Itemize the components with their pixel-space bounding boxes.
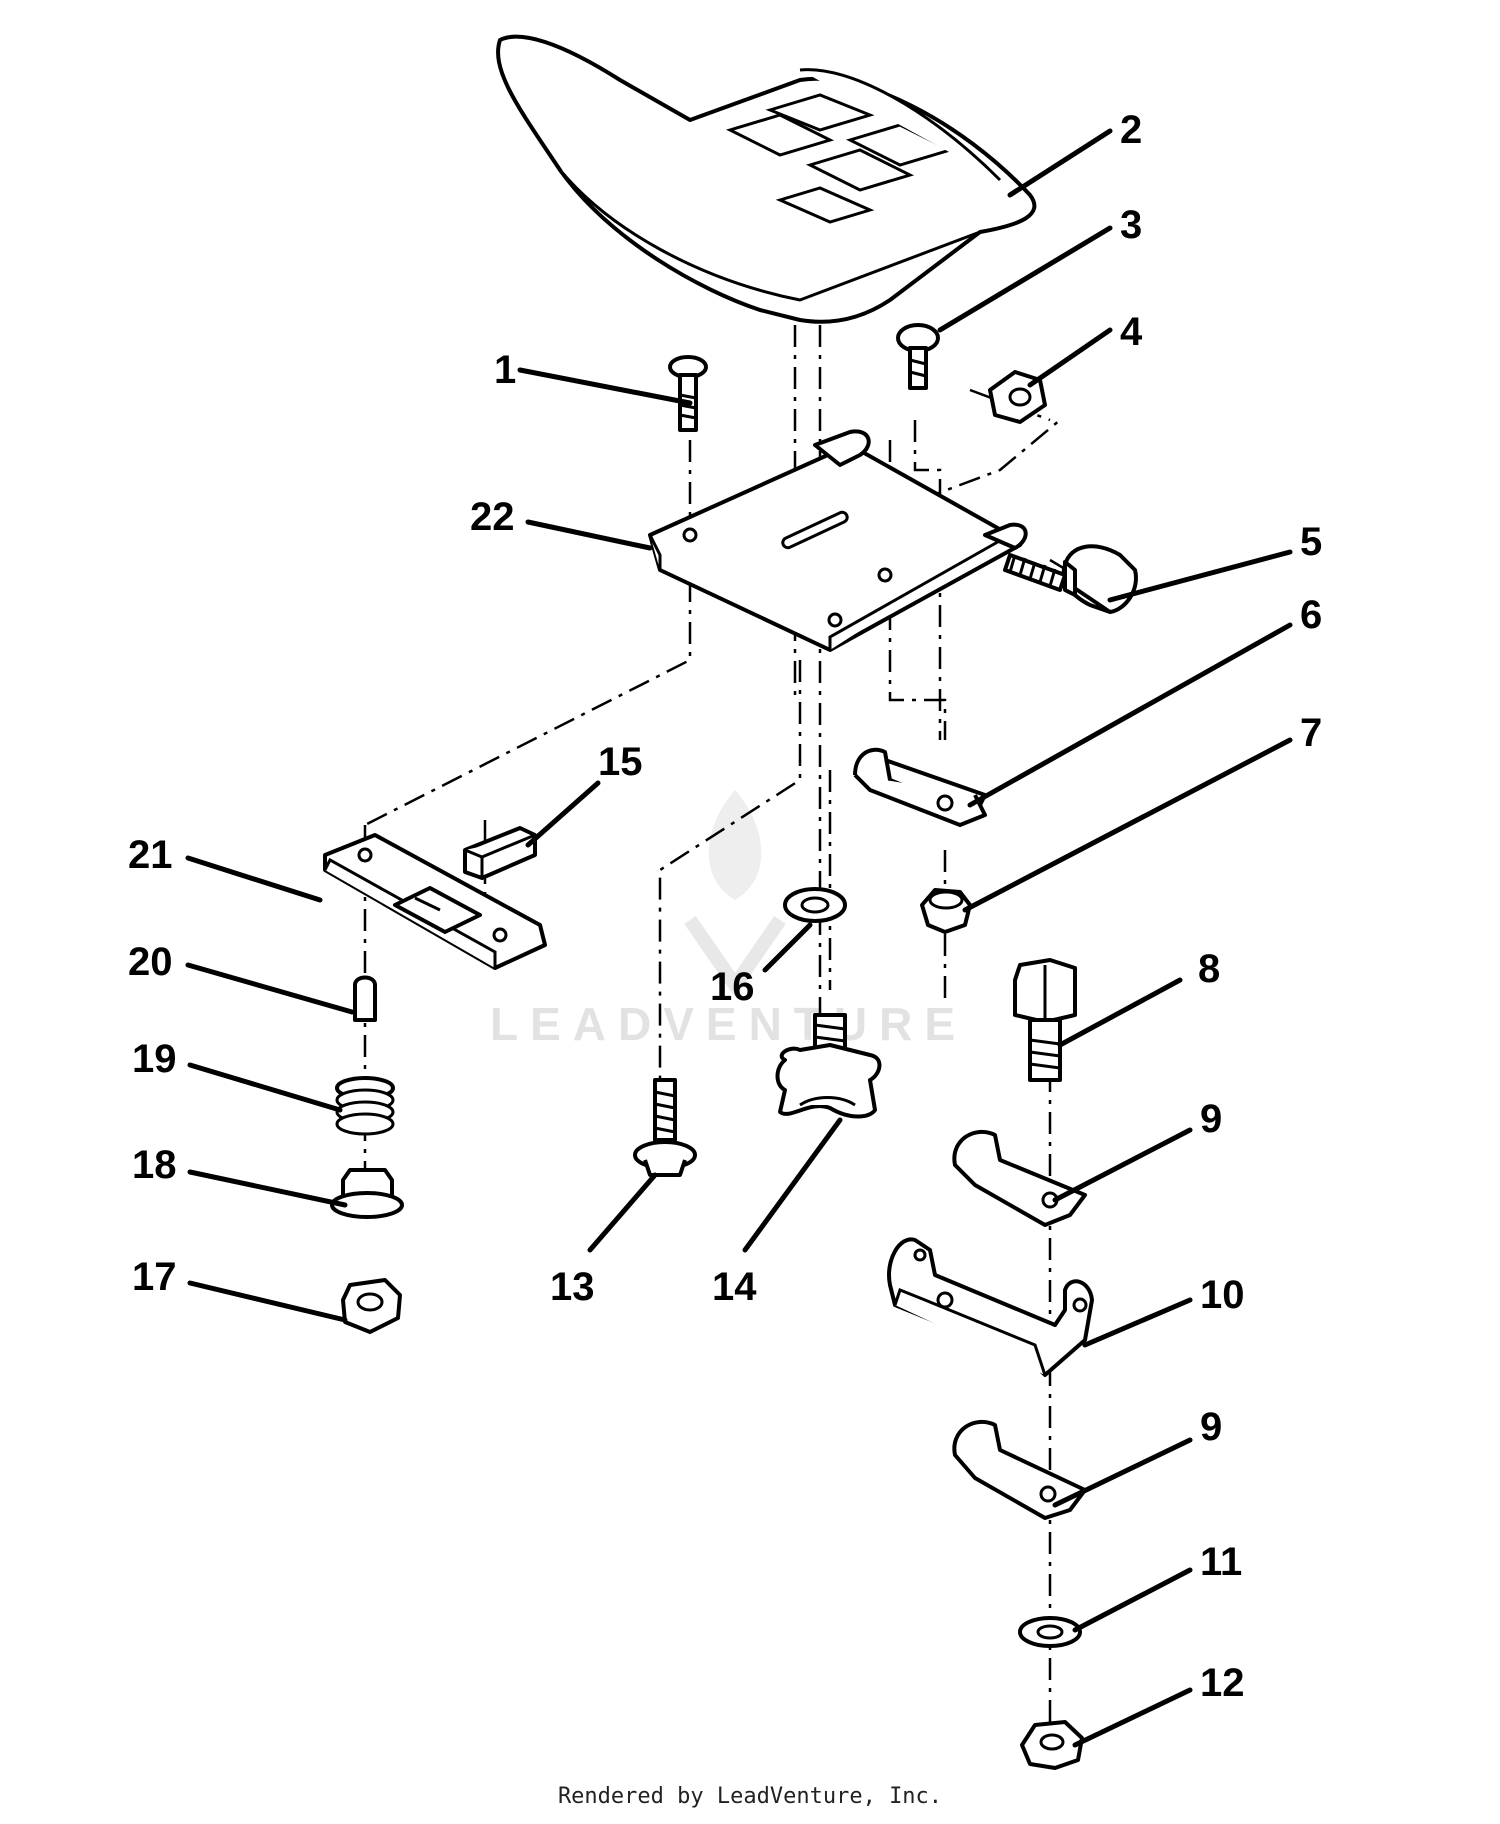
callout-4: 4 (1120, 310, 1143, 354)
callout-15: 16 (710, 965, 755, 1009)
carriage-bolt (668, 355, 708, 432)
spacer-block (463, 826, 537, 880)
callout-9-upper: 9 (1200, 1097, 1222, 1141)
flange-nut (330, 1168, 404, 1219)
spring-clip-lower (952, 1419, 1087, 1520)
callout-19: 19 (132, 1037, 177, 1081)
leader-lines (185, 128, 1293, 1748)
seat-plate (648, 429, 1028, 652)
spring-clip-upper (952, 1129, 1087, 1227)
callout-9-lower: 9 (1200, 1405, 1222, 1449)
flange-lock-nut (341, 1278, 402, 1334)
shoulder-bolt (633, 1078, 697, 1177)
round-head-bolt (896, 323, 940, 390)
flat-washer (783, 887, 847, 923)
callout-17: 17 (132, 1255, 177, 1299)
callout-3: 3 (1120, 203, 1142, 247)
lock-nut (920, 888, 972, 934)
seat-bracket (887, 1237, 1094, 1377)
seat (496, 34, 1037, 324)
callout-7: 7 (1300, 711, 1322, 755)
callout-10: 10 (1200, 1273, 1245, 1317)
callout-11: 11 (1200, 1540, 1242, 1584)
flat-washer-lower (1018, 1616, 1082, 1648)
watermark-text: LEADVENTURE (490, 998, 967, 1050)
callout-16: 15 (598, 740, 643, 784)
callout-21: 21 (128, 833, 173, 877)
footer-credit: Rendered by LeadVenture, Inc. (557, 1784, 943, 1809)
latch-plate (323, 833, 547, 970)
seat-clip-upper (853, 747, 987, 827)
callout-5: 5 (1300, 520, 1322, 564)
compression-spring (335, 1076, 395, 1136)
watermark: LEADVENTURE (490, 790, 967, 1050)
hex-bolt-large (1013, 958, 1077, 1082)
callout-13: 13 (550, 1265, 595, 1309)
callout-labels: 2 3 4 5 6 7 8 9 10 9 11 12 1 22 15 21 20… (128, 108, 1322, 1705)
callout-6: 6 (1300, 593, 1322, 637)
roll-pin (353, 975, 377, 1022)
hex-bolt (1003, 544, 1138, 614)
adjustment-knob (775, 1013, 882, 1119)
callout-12: 12 (1200, 1661, 1245, 1705)
callout-14: 14 (712, 1265, 757, 1309)
callout-1: 1 (494, 348, 516, 392)
callout-22: 22 (470, 495, 515, 539)
callout-20: 20 (128, 940, 173, 984)
callout-2: 2 (1120, 108, 1142, 152)
hex-nut-lower (1020, 1720, 1084, 1770)
callout-18: 18 (132, 1143, 177, 1187)
callout-8: 8 (1198, 947, 1220, 991)
